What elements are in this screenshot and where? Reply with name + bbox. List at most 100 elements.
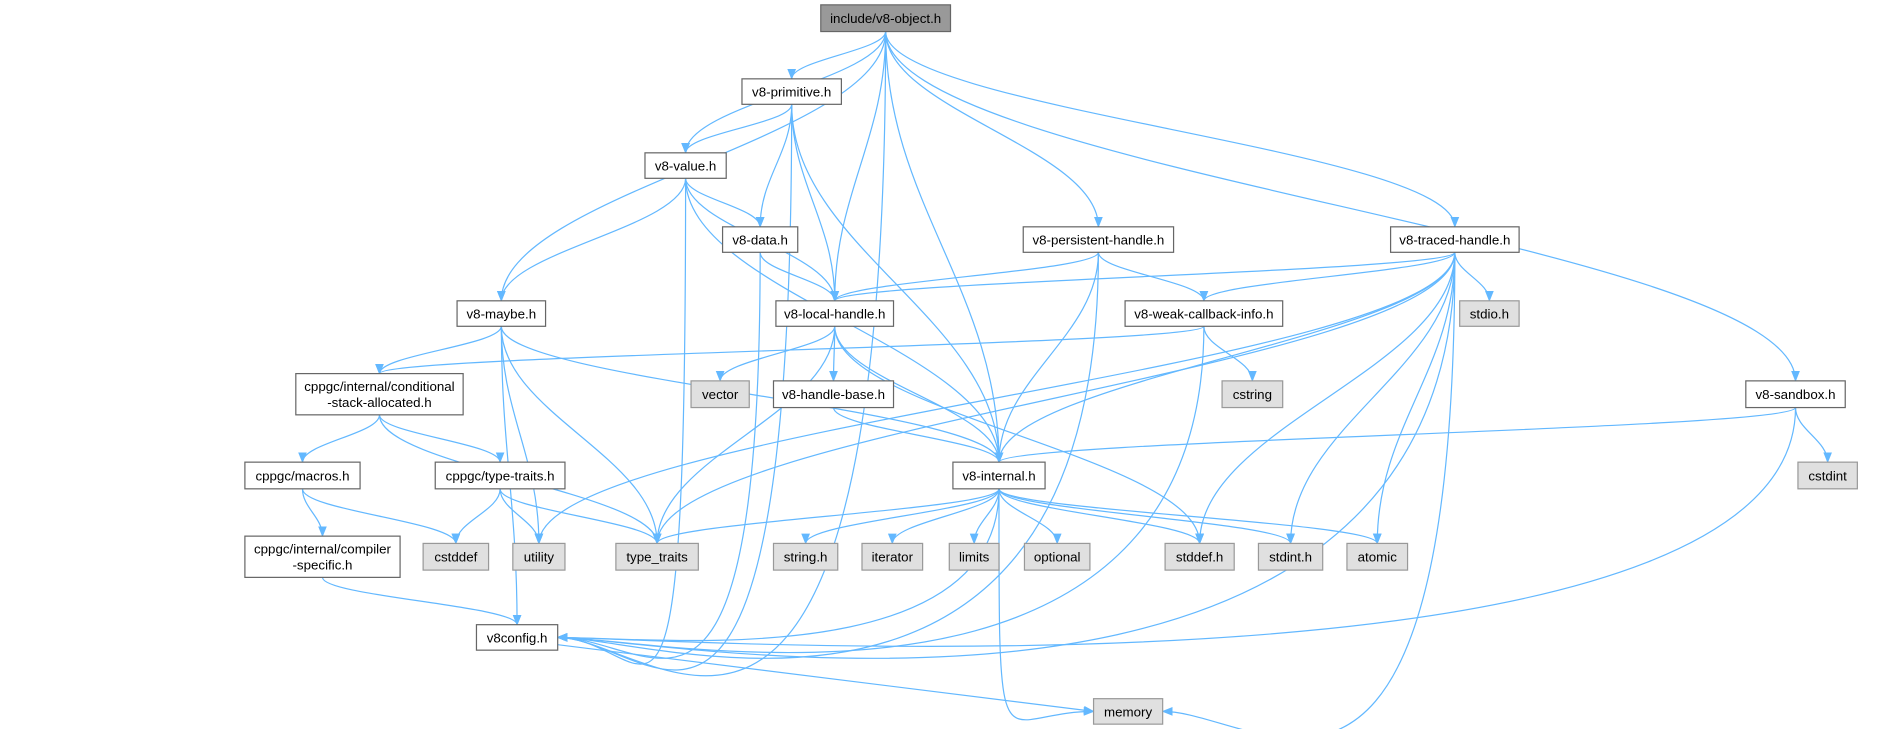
header-node[interactable]: v8-persistent-handle.h: [1022, 226, 1175, 253]
edge-local-to-internal: [834, 326, 1004, 464]
edge-ttraits-to-utility: [499, 488, 544, 545]
node-label: cstring: [1233, 387, 1272, 402]
node-box: [422, 542, 490, 571]
edge-internal-to-limits: [969, 488, 1000, 545]
header-node[interactable]: v8-internal.h: [952, 461, 1046, 490]
node-box: [1459, 300, 1520, 327]
header-node[interactable]: v8-sandbox.h: [1745, 380, 1846, 409]
edges-layer: [298, 31, 1833, 729]
edge-traced-to-atomic: [1372, 252, 1456, 545]
node-label: atomic: [1358, 550, 1398, 565]
node-label: limits: [959, 550, 990, 565]
node-box: [434, 461, 566, 490]
node-label: stdio.h: [1470, 306, 1509, 321]
edge-obj-to-local: [830, 31, 887, 302]
edge-prim-to-internal: [791, 104, 1004, 464]
edge-sandbox-to-internal: [994, 407, 1797, 464]
header-node[interactable]: v8-primitive.h: [741, 78, 842, 105]
system-header-node: memory: [1092, 698, 1164, 725]
node-box: [1124, 300, 1284, 327]
system-header-node: optional: [1023, 542, 1091, 571]
node-box: [644, 152, 727, 179]
node-label: utility: [524, 550, 555, 565]
edge-maybe-to-cond: [375, 326, 502, 375]
node-box: [1797, 461, 1858, 490]
node-label: memory: [1104, 704, 1152, 719]
edge-traced-to-type_traits: [652, 252, 1456, 545]
node-label: cppgc/internal/conditional-stack-allocat…: [304, 379, 454, 410]
node-label: include/v8-object.h: [830, 11, 941, 26]
edge-maybe-to-utility: [500, 326, 544, 545]
node-box: [1164, 542, 1235, 571]
edge-prim-to-local: [791, 104, 840, 302]
root-node[interactable]: include/v8-object.h: [820, 4, 952, 33]
header-node[interactable]: cppgc/macros.h: [244, 461, 361, 490]
edge-sandbox-to-cstdint: [1794, 407, 1833, 464]
header-node[interactable]: v8config.h: [475, 624, 559, 651]
system-header-node: iterator: [861, 542, 924, 571]
edge-internal-to-stddef: [998, 488, 1204, 545]
node-label: v8-sandbox.h: [1756, 387, 1836, 402]
edge-obj-to-internal: [885, 31, 1004, 464]
node-label: cstddef: [434, 550, 477, 565]
edge-obj-to-traced: [885, 31, 1460, 228]
node-label: v8-traced-handle.h: [1399, 232, 1510, 247]
node-label: cppgc/internal/compiler-specific.h: [254, 542, 392, 573]
edge-pers-to-local: [830, 251, 1100, 302]
system-header-node: string.h: [772, 542, 839, 571]
header-node[interactable]: cppgc/internal/compiler-specific.h: [244, 535, 401, 578]
header-node[interactable]: v8-data.h: [721, 226, 799, 253]
header-node[interactable]: v8-value.h: [644, 152, 727, 179]
node-box: [741, 78, 842, 105]
edge-cond-to-macros: [298, 414, 381, 464]
edge-internal-to-type_traits: [652, 488, 1000, 545]
node-box: [1022, 226, 1175, 253]
node-box: [772, 380, 895, 409]
edge-internal-to-atomic: [998, 488, 1382, 545]
node-label: v8config.h: [487, 630, 548, 645]
edge-val-to-maybe: [496, 178, 687, 302]
edge-traced-to-weak: [1199, 252, 1456, 302]
nodes-layer: include/v8-object.h v8-primitive.h v8-valu…: [244, 4, 1858, 725]
edge-internal-to-optional: [998, 488, 1062, 545]
edge-traced-to-stddef: [1195, 252, 1456, 545]
system-header-node: stdint.h: [1257, 542, 1324, 571]
system-header-node: stddef.h: [1164, 542, 1235, 571]
edge-traced-to-memory: [1161, 252, 1456, 729]
system-header-node: vector: [690, 380, 750, 409]
node-label: cppgc/type-traits.h: [446, 468, 555, 483]
node-box: [690, 380, 750, 409]
edge-maybe-to-type_traits: [500, 326, 662, 545]
edge-maybe-to-internal: [500, 326, 1004, 464]
node-box: [1092, 698, 1164, 725]
edge-sandbox-to-v8config: [556, 407, 1797, 647]
node-box: [772, 542, 839, 571]
node-box: [948, 542, 1000, 571]
edge-pers-to-internal: [994, 252, 1100, 464]
edge-macros-to-cstddef: [301, 488, 461, 545]
header-node[interactable]: cppgc/internal/conditional-stack-allocat…: [295, 372, 464, 416]
edge-macros-to-compiler: [301, 488, 327, 538]
node-label: vector: [702, 387, 739, 402]
node-box: [475, 624, 559, 651]
edge-local-to-type_traits: [652, 326, 836, 545]
header-node[interactable]: v8-weak-callback-info.h: [1124, 300, 1284, 327]
edge-prim-to-data: [755, 104, 793, 228]
node-box: [512, 542, 566, 571]
node-label: optional: [1034, 550, 1081, 565]
header-node[interactable]: v8-local-handle.h: [775, 300, 895, 327]
edge-traced-to-local: [830, 251, 1456, 302]
node-label: iterator: [872, 550, 914, 565]
edge-local-to-vector: [715, 326, 836, 382]
edge-internal-to-iterator: [887, 488, 1000, 545]
header-node[interactable]: v8-maybe.h: [456, 300, 547, 327]
edge-prim-to-val: [681, 104, 793, 154]
edge-internal-to-stdint: [998, 488, 1295, 545]
header-node[interactable]: v8-traced-handle.h: [1389, 226, 1520, 253]
edge-obj-to-sandbox: [885, 31, 1800, 382]
edge-obj-to-pers: [885, 31, 1103, 228]
edge-traced-to-v8config: [556, 252, 1456, 659]
header-node[interactable]: v8-handle-base.h: [772, 380, 895, 409]
header-node[interactable]: cppgc/type-traits.h: [434, 461, 566, 490]
